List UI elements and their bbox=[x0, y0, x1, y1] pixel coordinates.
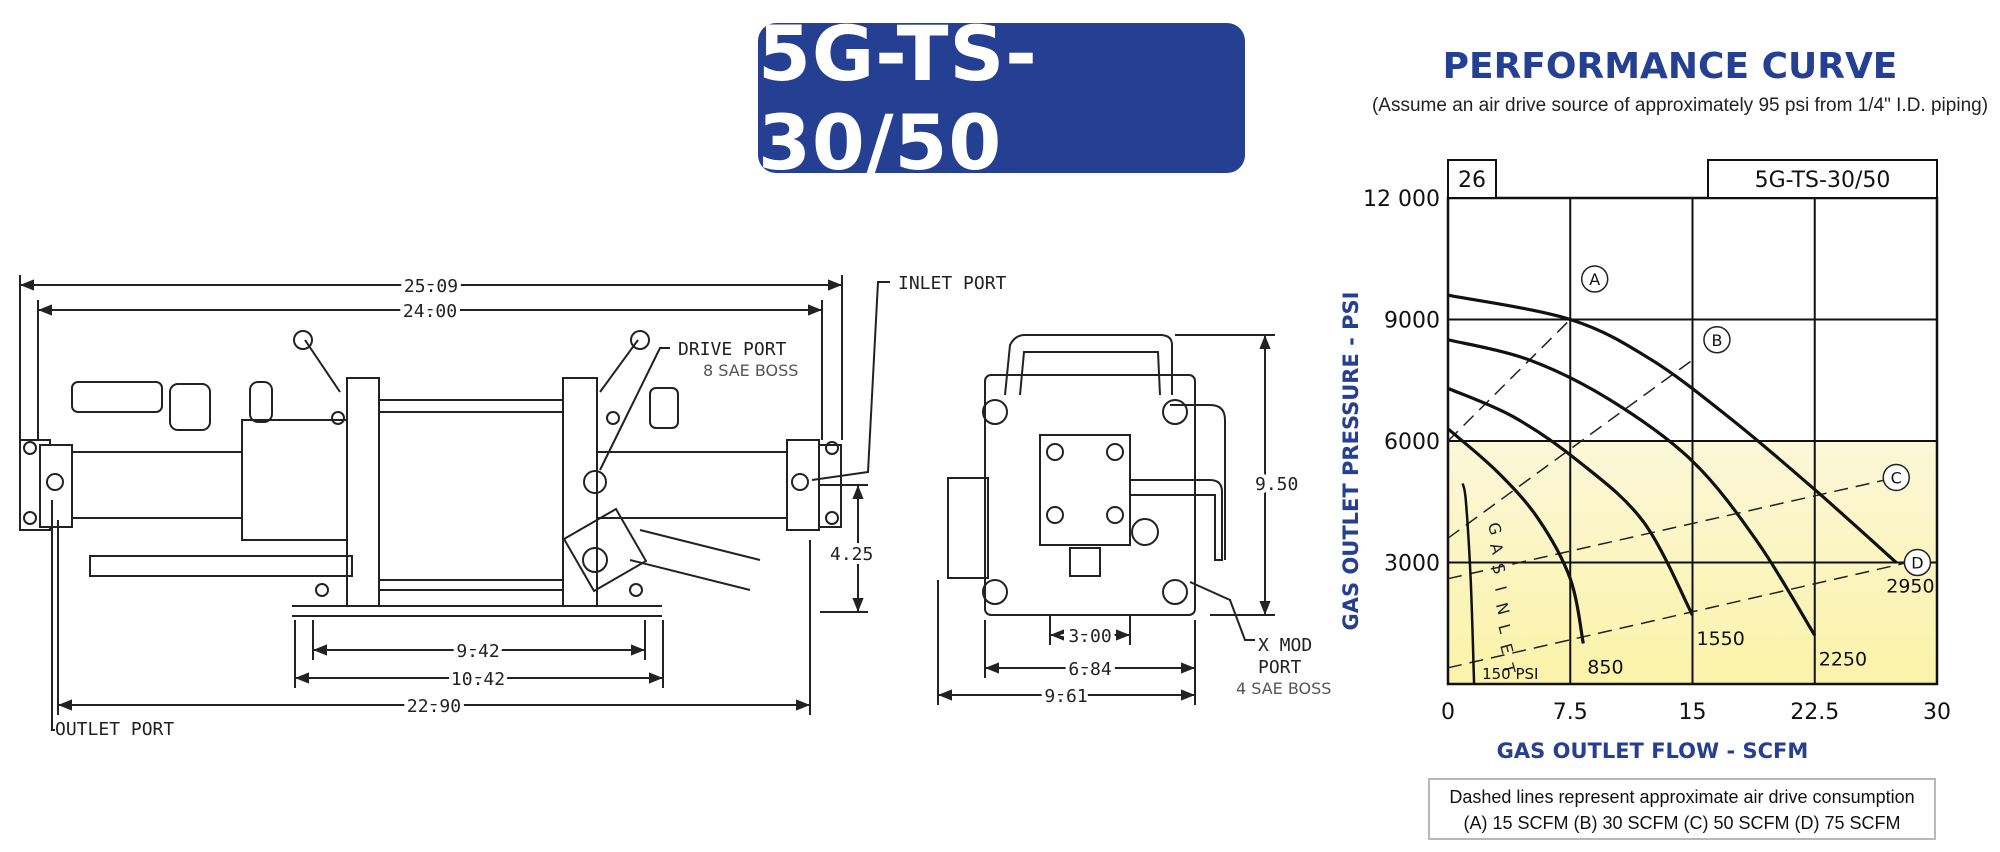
gas-inlet-letter: I bbox=[1491, 584, 1511, 593]
dim-2290: 22.90 bbox=[407, 696, 461, 717]
air-consumption-note: Dashed lines represent approximate air d… bbox=[1428, 778, 1936, 840]
corner-box-right bbox=[1707, 159, 1938, 199]
dim-961: 9.61 bbox=[1044, 686, 1087, 707]
gas-inlet-letter: E bbox=[1496, 641, 1517, 656]
air-line-c bbox=[1447, 476, 1897, 580]
x-tick-label: 30 bbox=[1923, 700, 1951, 725]
air-line-a bbox=[1447, 318, 1571, 442]
curve-end-label-1550: 1550 bbox=[1697, 628, 1745, 650]
x-tick-label: 15 bbox=[1679, 700, 1707, 725]
note-line-2: (A) 15 SCFM (B) 30 SCFM (C) 50 SCFM (D) … bbox=[1463, 813, 1901, 833]
corner-label-left: 26 bbox=[1458, 168, 1486, 193]
air-marker-b bbox=[1703, 326, 1731, 354]
air-marker-label-a: A bbox=[1589, 270, 1600, 289]
y-tick-label: 6000 bbox=[1384, 430, 1440, 455]
performance-title: PERFORMANCE CURVE bbox=[1442, 46, 1898, 87]
inlet-pressure-label: 150 PSI bbox=[1482, 665, 1538, 683]
x-tick-label: 0 bbox=[1441, 700, 1455, 725]
performance-subtitle: (Assume an air drive source of approxima… bbox=[1371, 95, 1989, 116]
air-marker-d bbox=[1903, 548, 1932, 577]
curve-end-label-2250: 2250 bbox=[1819, 648, 1867, 670]
dim-1042: 10.42 bbox=[451, 669, 505, 690]
gas-inlet-letter: N bbox=[1492, 600, 1513, 616]
dim-942: 9.42 bbox=[456, 641, 499, 662]
model-title-badge: 5G-TS-30/50 bbox=[758, 9, 1245, 187]
label-inlet-port: INLET PORT bbox=[898, 273, 1007, 294]
label-x-mod-sub: 4 SAE BOSS bbox=[1236, 679, 1331, 698]
air-marker-label-d: D bbox=[1911, 554, 1923, 573]
air-marker-label-c: C bbox=[1891, 468, 1902, 487]
label-drive-port: DRIVE PORT bbox=[678, 339, 787, 360]
label-outlet-port: OUTLET PORT bbox=[55, 719, 174, 740]
gas-inlet-letter: S bbox=[1488, 561, 1509, 576]
y-tick-label: 9000 bbox=[1384, 309, 1440, 334]
air-marker-label-b: B bbox=[1711, 331, 1722, 350]
dim-overall-length: 25.09 bbox=[404, 276, 458, 297]
curve-2950 bbox=[1447, 293, 1898, 564]
corner-label-right: 5G-TS-30/50 bbox=[1755, 168, 1891, 193]
curve-850 bbox=[1446, 427, 1585, 644]
label-x-mod-1: X MOD bbox=[1258, 635, 1312, 656]
dim-684: 6.84 bbox=[1068, 659, 1111, 680]
air-marker-c bbox=[1882, 463, 1910, 492]
technical-drawing: 25.09 24.00 4.25 9.42 10.42 22.90 3.00 6… bbox=[19, 272, 1331, 740]
curve-end-label-850: 850 bbox=[1587, 657, 1623, 679]
dim-height-425: 4.25 bbox=[830, 544, 873, 565]
x-axis-label: GAS OUTLET FLOW - SCFM bbox=[1497, 739, 1809, 763]
gas-inlet-letter: G bbox=[1484, 520, 1506, 537]
x-tick-label: 22.5 bbox=[1790, 700, 1839, 725]
gas-inlet-letter: A bbox=[1486, 541, 1507, 557]
curve-1550 bbox=[1447, 386, 1694, 616]
curve-end-label-2950: 2950 bbox=[1886, 576, 1934, 598]
label-drive-port-sub: 8 SAE BOSS bbox=[703, 361, 798, 380]
air-line-d bbox=[1447, 561, 1908, 669]
corner-box-left bbox=[1447, 159, 1497, 199]
plot-frame bbox=[1446, 196, 1939, 686]
note-line-1: Dashed lines represent approximate air d… bbox=[1449, 787, 1915, 807]
shaded-region bbox=[1448, 441, 1937, 684]
air-line-b bbox=[1447, 359, 1693, 539]
y-tick-label: 3000 bbox=[1384, 552, 1440, 577]
gas-inlet-letter: T bbox=[1498, 661, 1519, 677]
dim-300: 3.00 bbox=[1068, 626, 1111, 647]
air-marker-a bbox=[1580, 265, 1609, 293]
gas-inlet-curve bbox=[1461, 483, 1476, 685]
x-tick-label: 7.5 bbox=[1553, 700, 1588, 725]
gas-inlet-letter: L bbox=[1494, 622, 1515, 636]
y-tick-label: 12 000 bbox=[1363, 187, 1440, 212]
label-x-mod-2: PORT bbox=[1258, 657, 1302, 678]
dim-950: 9.50 bbox=[1255, 474, 1298, 495]
curve-2250 bbox=[1447, 338, 1817, 637]
model-title: 5G-TS-30/50 bbox=[758, 9, 1038, 187]
dim-length-24: 24.00 bbox=[403, 301, 457, 322]
